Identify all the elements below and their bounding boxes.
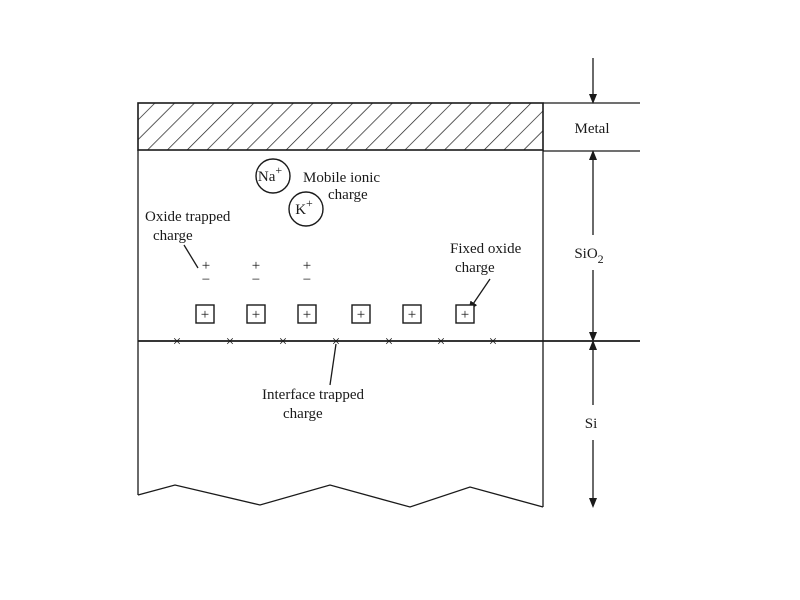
- oxide-trapped-label-line1: Oxide trapped: [145, 209, 231, 225]
- svg-text:+: +: [357, 307, 365, 323]
- svg-text:−: −: [303, 272, 311, 288]
- mobile-ionic-label-line2: charge: [328, 187, 368, 203]
- svg-text:+: +: [252, 258, 260, 274]
- interface-trapped-charge: ×: [385, 334, 393, 350]
- fixed-oxide-charge: +: [195, 304, 215, 324]
- k-ion-label: K+: [295, 196, 313, 218]
- silicon-bottom-break: [137, 484, 544, 508]
- fixed-oxide-label-line2: charge: [455, 260, 495, 276]
- interface-trapped-label-line2: charge: [283, 406, 323, 422]
- oxide-trapped-charge: + −: [303, 258, 311, 288]
- svg-text:−: −: [252, 272, 260, 288]
- interface-trapped-charge: ×: [489, 334, 497, 350]
- svg-text:+: +: [202, 258, 210, 274]
- oxide-trapped-label-line2: charge: [153, 228, 193, 244]
- oxide-trapped-charge: + −: [252, 258, 260, 288]
- mobile-ionic-label-line1: Mobile ionic: [303, 170, 380, 186]
- oxide-trapped-pointer: [183, 244, 199, 269]
- svg-text:+: +: [303, 258, 311, 274]
- interface-trapped-charge: ×: [437, 334, 445, 350]
- svg-text:+: +: [303, 307, 311, 323]
- interface-trapped-charge: ×: [279, 334, 287, 350]
- svg-text:+: +: [201, 307, 209, 323]
- fixed-oxide-charge: +: [297, 304, 317, 324]
- svg-text:+: +: [252, 307, 260, 323]
- fixed-oxide-pointer: [468, 278, 491, 312]
- na-ion-label: Na+: [258, 163, 283, 185]
- fixed-oxide-charge: +: [402, 304, 422, 324]
- fixed-oxide-label-line1: Fixed oxide: [450, 241, 522, 257]
- fixed-oxide-charge: +: [351, 304, 371, 324]
- interface-trapped-charge: ×: [332, 334, 340, 350]
- interface-trapped-charge: ×: [226, 334, 234, 350]
- interface-trapped-label-line1: Interface trapped: [262, 387, 365, 403]
- k-ion-circle: [288, 191, 324, 227]
- na-ion-circle: [255, 158, 291, 194]
- fixed-oxide-charge: +: [455, 304, 475, 324]
- svg-text:+: +: [408, 307, 416, 323]
- oxide-trapped-charge: + −: [202, 258, 210, 288]
- oxide-label: SiO2: [574, 246, 603, 266]
- interface-trapped-charge: ×: [173, 334, 181, 350]
- metal-layer: [137, 102, 544, 151]
- svg-text:+: +: [461, 307, 469, 323]
- metal-label: Metal: [575, 121, 610, 137]
- svg-text:−: −: [202, 272, 210, 288]
- fixed-oxide-charge: +: [246, 304, 266, 324]
- silicon-label: Si: [585, 416, 598, 432]
- interface-trapped-pointer: [329, 343, 337, 386]
